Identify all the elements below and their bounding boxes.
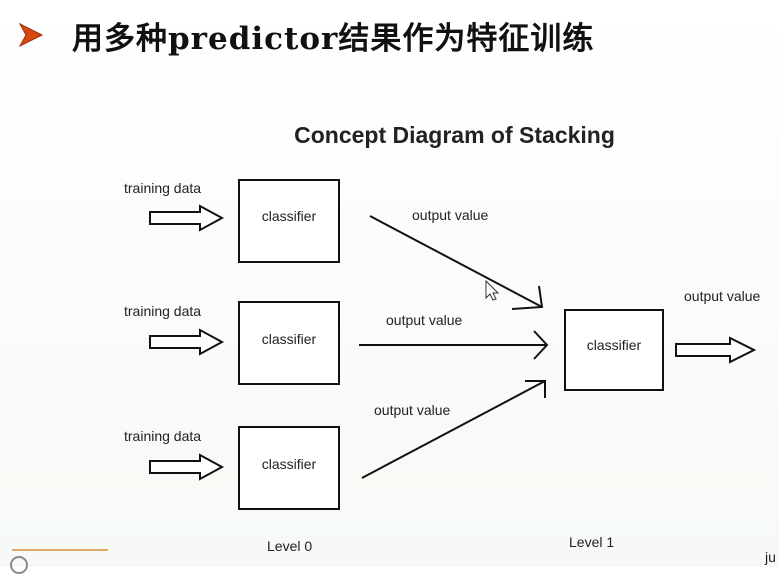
level0-label: Level 0 <box>267 538 312 554</box>
classifier-box-1 <box>238 179 340 263</box>
training-data-label-1: training data <box>124 180 201 196</box>
classifier-box-2 <box>238 301 340 385</box>
input-arrow-icon-1 <box>149 204 225 232</box>
mouse-pointer-icon <box>485 279 500 301</box>
classifier-box-3 <box>238 426 340 510</box>
arrowhead-icon-2 <box>533 330 549 360</box>
output-arrow-3 <box>361 380 546 479</box>
arrowhead-icon-3 <box>525 380 546 398</box>
level1-classifier-label: classifier <box>587 337 642 353</box>
level1-classifier-box <box>564 309 664 391</box>
arrow-bullet-icon <box>18 22 44 48</box>
slide-header: 用多种predictor结果作为特征训练 <box>18 10 594 60</box>
footer-circle-icon <box>10 556 28 574</box>
output-arrow-1 <box>369 215 543 308</box>
footer-divider <box>12 549 108 551</box>
output-value-label-1: output value <box>412 207 488 223</box>
final-output-label: output value <box>684 288 760 304</box>
training-data-label-2: training data <box>124 303 201 319</box>
level1-label: Level 1 <box>569 534 614 550</box>
input-arrow-icon-2 <box>149 328 225 356</box>
classifier-label-3: classifier <box>262 456 317 472</box>
training-data-label-3: training data <box>124 428 201 444</box>
input-arrow-icon-3 <box>149 453 225 481</box>
final-output-arrow-icon <box>675 336 757 364</box>
slide-title: 用多种predictor结果作为特征训练 <box>72 20 595 57</box>
output-value-label-3: output value <box>374 402 450 418</box>
arrowhead-icon-1 <box>511 285 544 310</box>
diagram-title: Concept Diagram of Stacking <box>294 122 615 148</box>
output-value-label-2: output value <box>386 312 462 328</box>
classifier-label-1: classifier <box>262 208 317 224</box>
classifier-label-2: classifier <box>262 331 317 347</box>
corner-text: ju <box>765 549 776 565</box>
